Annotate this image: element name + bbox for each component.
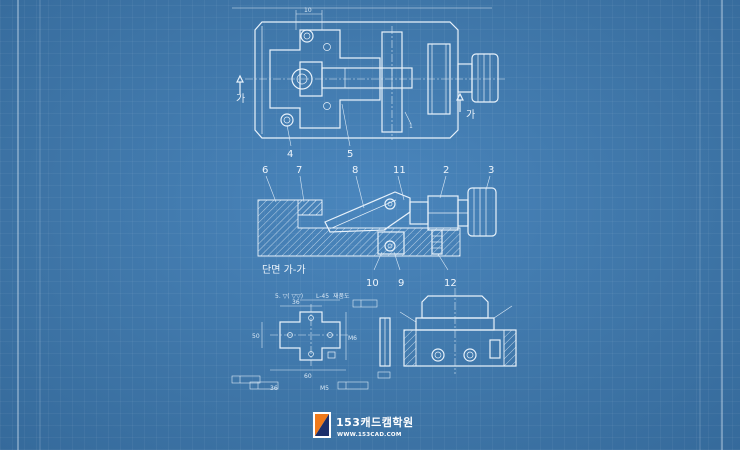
brand-url: WWW.153CAD.COM (337, 432, 402, 438)
material-note: 재품도 (333, 292, 350, 300)
callout-8: 8 (352, 165, 358, 176)
dim-f: 60 (304, 373, 312, 380)
section-view (257, 175, 497, 271)
callout-5: 5 (347, 149, 353, 160)
drawing-frame (17, 0, 723, 450)
callout-1: 1 (409, 123, 413, 130)
callout-4: 4 (287, 149, 293, 160)
dim-a: 36 (292, 299, 300, 306)
dim-c: 50 (252, 333, 260, 340)
dim-b: L-45 (316, 293, 329, 300)
dim-e: M6 (348, 335, 357, 342)
section-mark-right: 가 (466, 109, 475, 121)
brand-name: 153캐드캠학원 (336, 415, 414, 429)
callout-7: 7 (296, 165, 302, 176)
callout-12: 12 (444, 278, 457, 289)
callout-3: 3 (488, 165, 494, 176)
dimension-10: 10 (304, 7, 312, 14)
top-view: 10 가 가 (236, 7, 505, 147)
callout-11: 11 (393, 165, 406, 176)
dim-g: M5 (320, 385, 329, 392)
callout-6: 6 (262, 165, 268, 176)
section-mark-left: 가 (236, 93, 245, 105)
brand-logo: 153캐드캠학원 WWW.153CAD.COM (313, 412, 414, 438)
front-view (399, 288, 517, 374)
callout-2: 2 (443, 165, 449, 176)
callout-10: 10 (366, 278, 379, 289)
surface-finish-note: 5. ▽( ▽▽) (275, 293, 303, 300)
section-title: 단면 가-가 (262, 264, 306, 276)
callout-9: 9 (398, 278, 404, 289)
part-detail-drawing: 36 L-45 50 60 M6 36 M5 (231, 293, 391, 392)
dim-d: 36 (270, 385, 278, 392)
